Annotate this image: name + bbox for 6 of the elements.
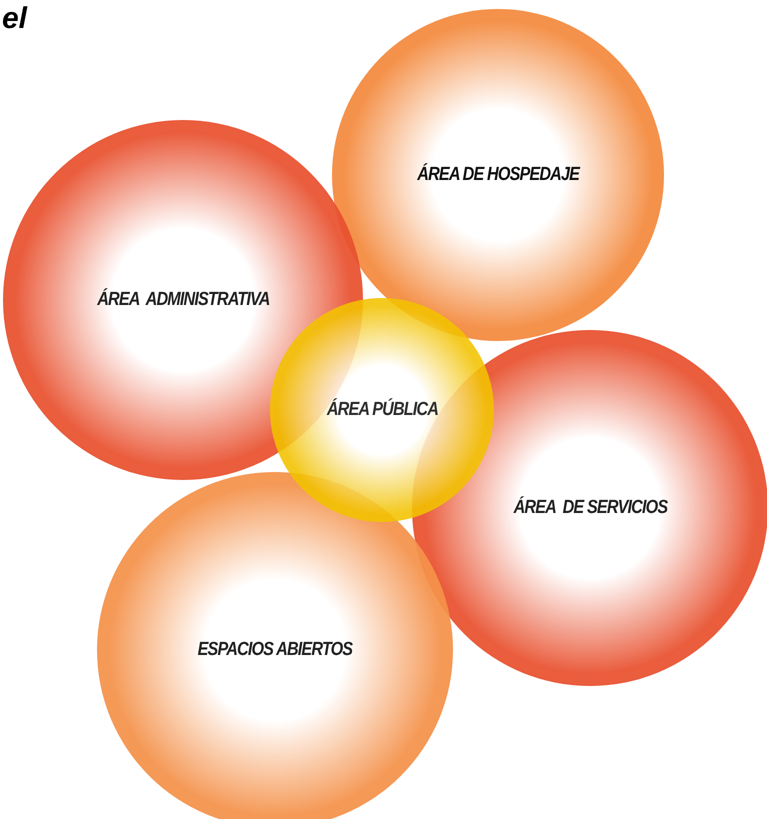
area-label: ÁREA DE HOSPEDAJE [417, 164, 579, 186]
area-label: ÁREA PÚBLICA [326, 399, 438, 421]
area-label: ÁREA ADMINISTRATIVA [96, 289, 270, 311]
area-label: ESPACIOS ABIERTOS [198, 639, 352, 661]
area-label: ÁREA DE SERVICIOS [513, 497, 667, 519]
heading-fragment: el [2, 2, 28, 36]
